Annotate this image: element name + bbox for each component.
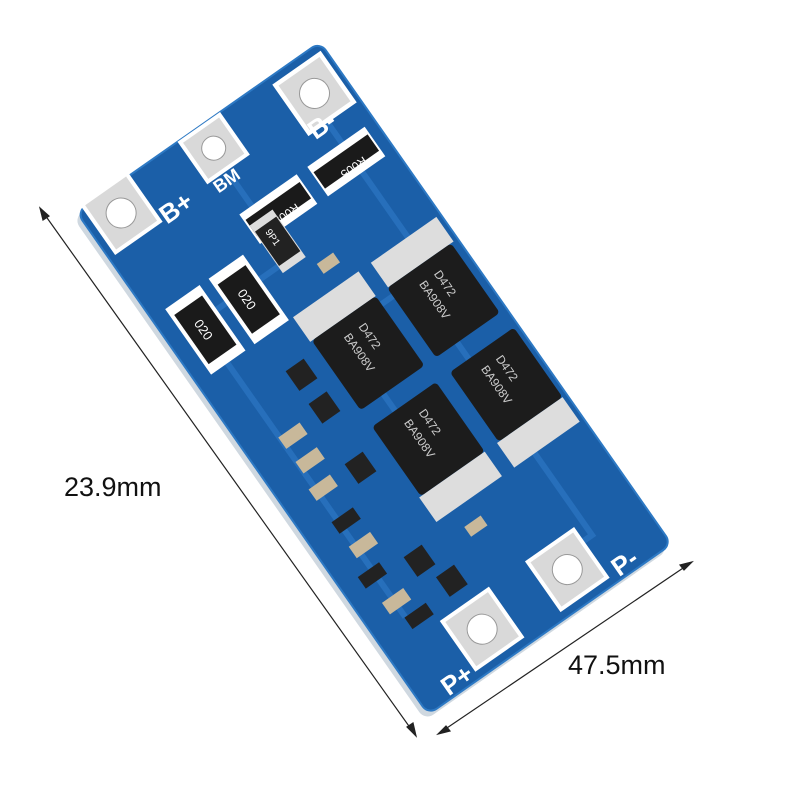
pad-p-minus [524, 526, 610, 613]
pad-b-minus [272, 50, 357, 137]
pad-bm [177, 111, 250, 185]
resistor-020: 020 [208, 254, 289, 345]
pad-b-plus [79, 170, 163, 256]
pcb-board: B- BM B+ P- P+ R005 R005 020 020 [77, 44, 669, 717]
diode-9p1: 9P1 [249, 209, 306, 274]
width-dimension-line [436, 560, 694, 736]
height-dimension-line [38, 206, 418, 738]
width-dimension-label: 47.5mm [568, 650, 666, 680]
smd-components [278, 252, 488, 630]
resistor-020: 020 [165, 285, 246, 375]
height-dimension-label: 23.9mm [64, 472, 162, 502]
pad-p-plus [439, 586, 525, 672]
